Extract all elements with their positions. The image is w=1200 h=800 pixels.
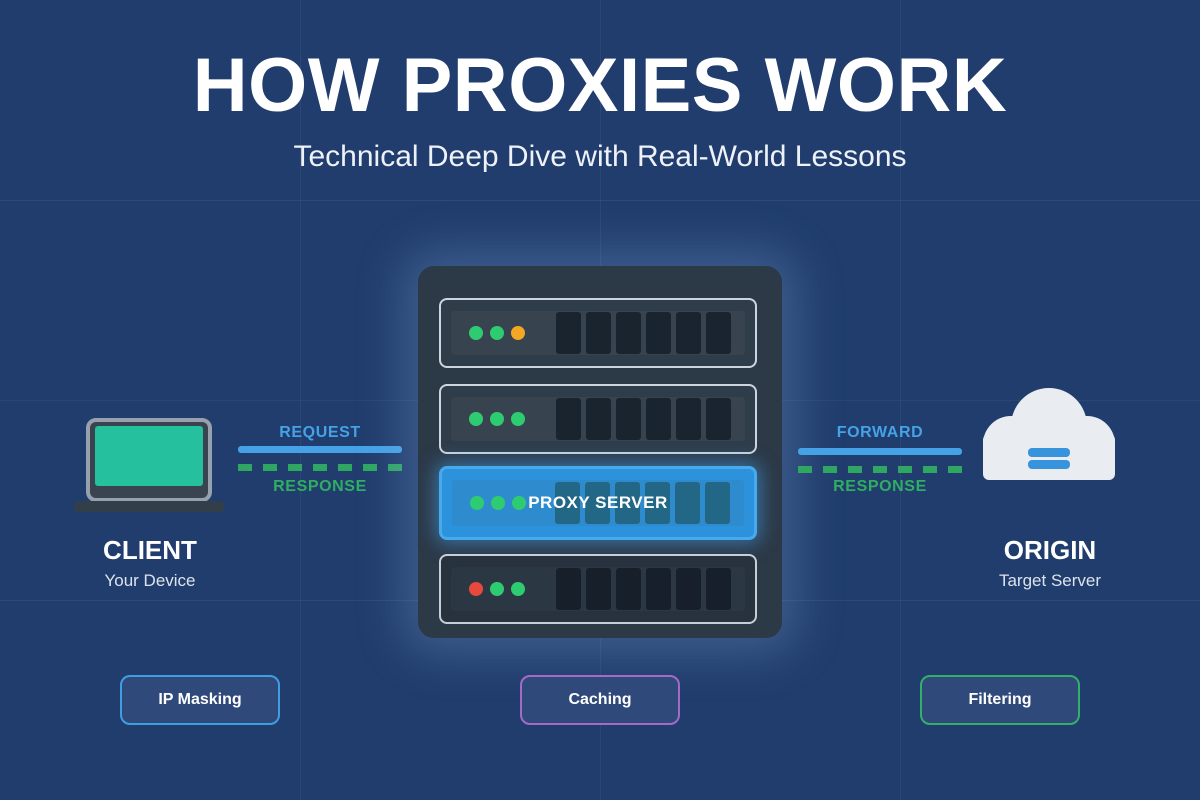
drive-bay <box>616 568 641 610</box>
feature-badge-label: Caching <box>568 691 632 708</box>
drive-bay <box>586 568 611 610</box>
server-rack: PROXY SERVER <box>418 266 782 638</box>
green-led <box>511 412 525 426</box>
proxy-server-label: PROXY SERVER <box>528 493 668 512</box>
drive-bays <box>556 312 731 354</box>
laptop-icon <box>86 418 212 502</box>
origin-sublabel: Target Server <box>998 571 1102 590</box>
drive-bay <box>706 312 731 354</box>
server-panel <box>452 480 744 526</box>
forward-label: FORWARD <box>836 424 924 441</box>
forward-arrow <box>798 448 962 455</box>
cloud-icon <box>983 388 1115 480</box>
green-led <box>490 412 504 426</box>
red-led <box>469 582 483 596</box>
response-label: RESPONSE <box>833 478 927 495</box>
drive-bay <box>706 398 731 440</box>
grid-line-vertical <box>300 0 301 800</box>
green-led <box>491 496 505 510</box>
green-led <box>511 582 525 596</box>
server-unit <box>439 298 757 368</box>
status-leds <box>469 326 525 340</box>
feature-badge-label: Filtering <box>968 691 1032 708</box>
status-leds <box>469 412 525 426</box>
feature-badge-filtering: Filtering <box>920 675 1080 725</box>
request-arrow <box>238 446 402 453</box>
server-panel <box>451 567 745 611</box>
green-led <box>470 496 484 510</box>
grid-line-horizontal <box>0 200 1200 201</box>
drive-bay <box>706 568 731 610</box>
green-led <box>469 326 483 340</box>
status-leds <box>469 582 525 596</box>
server-panel <box>451 397 745 441</box>
drive-bay <box>676 568 701 610</box>
drive-bay <box>616 398 641 440</box>
drive-bay <box>675 482 700 524</box>
server-unit <box>439 554 757 624</box>
drive-bay <box>615 482 640 524</box>
response-label: RESPONSE <box>273 478 367 495</box>
drive-bay <box>646 312 671 354</box>
page-subtitle: Technical Deep Dive with Real-World Less… <box>293 140 907 173</box>
drive-bays <box>556 568 731 610</box>
server-panel <box>451 311 745 355</box>
client-sublabel: Your Device <box>104 571 196 590</box>
server-unit <box>439 384 757 454</box>
request-label: REQUEST <box>279 424 361 441</box>
cloud-body <box>983 434 1115 480</box>
drive-bay <box>555 482 580 524</box>
proxy-server-unit: PROXY SERVER <box>439 466 757 540</box>
laptop-base <box>74 501 224 512</box>
feature-badge-caching: Caching <box>520 675 680 725</box>
response-dashed-arrow <box>238 464 402 471</box>
orange-led <box>511 326 525 340</box>
cloud-server-bar <box>1028 460 1070 469</box>
page-title: HOW PROXIES WORK <box>192 43 1008 128</box>
response-dashed-arrow <box>798 466 962 473</box>
drive-bay <box>705 482 730 524</box>
origin-label: ORIGIN <box>1003 535 1097 565</box>
client-label: CLIENT <box>103 535 197 565</box>
green-led <box>490 582 504 596</box>
green-led <box>469 412 483 426</box>
drive-bay <box>676 312 701 354</box>
drive-bay <box>646 398 671 440</box>
green-led <box>512 496 526 510</box>
laptop-screen <box>95 426 203 486</box>
drive-bay <box>585 482 610 524</box>
drive-bay <box>586 398 611 440</box>
grid-line-vertical <box>900 0 901 800</box>
drive-bay <box>676 398 701 440</box>
drive-bay <box>556 568 581 610</box>
drive-bay <box>646 568 671 610</box>
cloud-server-bar <box>1028 448 1070 457</box>
drive-bay <box>556 312 581 354</box>
drive-bay <box>645 482 670 524</box>
status-leds <box>470 496 526 510</box>
feature-badge-label: IP Masking <box>158 691 242 708</box>
feature-badge-ip-masking: IP Masking <box>120 675 280 725</box>
green-led <box>490 326 504 340</box>
drive-bay <box>586 312 611 354</box>
drive-bays <box>556 398 731 440</box>
drive-bay <box>556 398 581 440</box>
drive-bay <box>616 312 641 354</box>
drive-bays <box>555 482 730 524</box>
